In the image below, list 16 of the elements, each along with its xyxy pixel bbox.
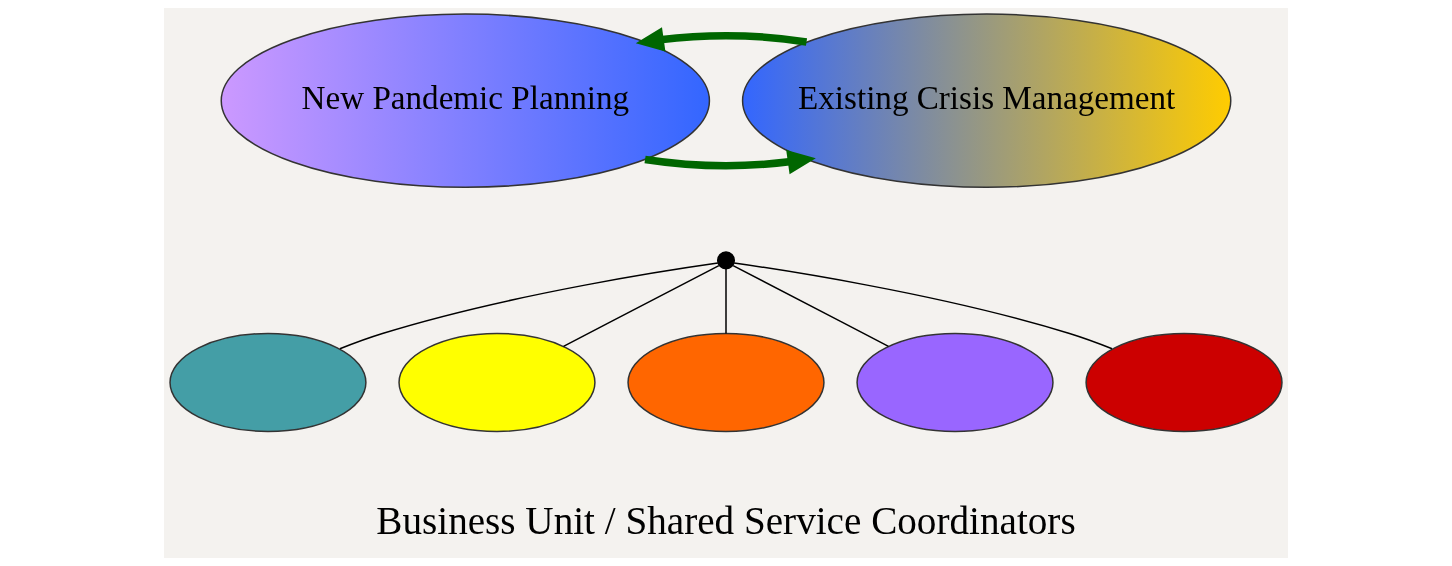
connector: [732, 264, 890, 348]
node-ellipse: Existing Crisis Management: [741, 13, 1232, 189]
node-circle: [716, 251, 736, 270]
connector: [339, 262, 719, 350]
node-ellipse: [398, 332, 596, 433]
label: Business Unit / Shared Service Coordinators: [376, 498, 1076, 542]
arrow: [635, 27, 808, 52]
connector: [725, 268, 727, 335]
node-ellipse: [1085, 332, 1283, 433]
arrow: [644, 149, 816, 175]
node-ellipse: [856, 332, 1054, 433]
node-ellipse: [627, 332, 825, 433]
connector: [733, 262, 1113, 350]
connector: [562, 264, 720, 348]
node-ellipse: New Pandemic Planning: [220, 13, 711, 189]
node-ellipse: [169, 332, 367, 433]
